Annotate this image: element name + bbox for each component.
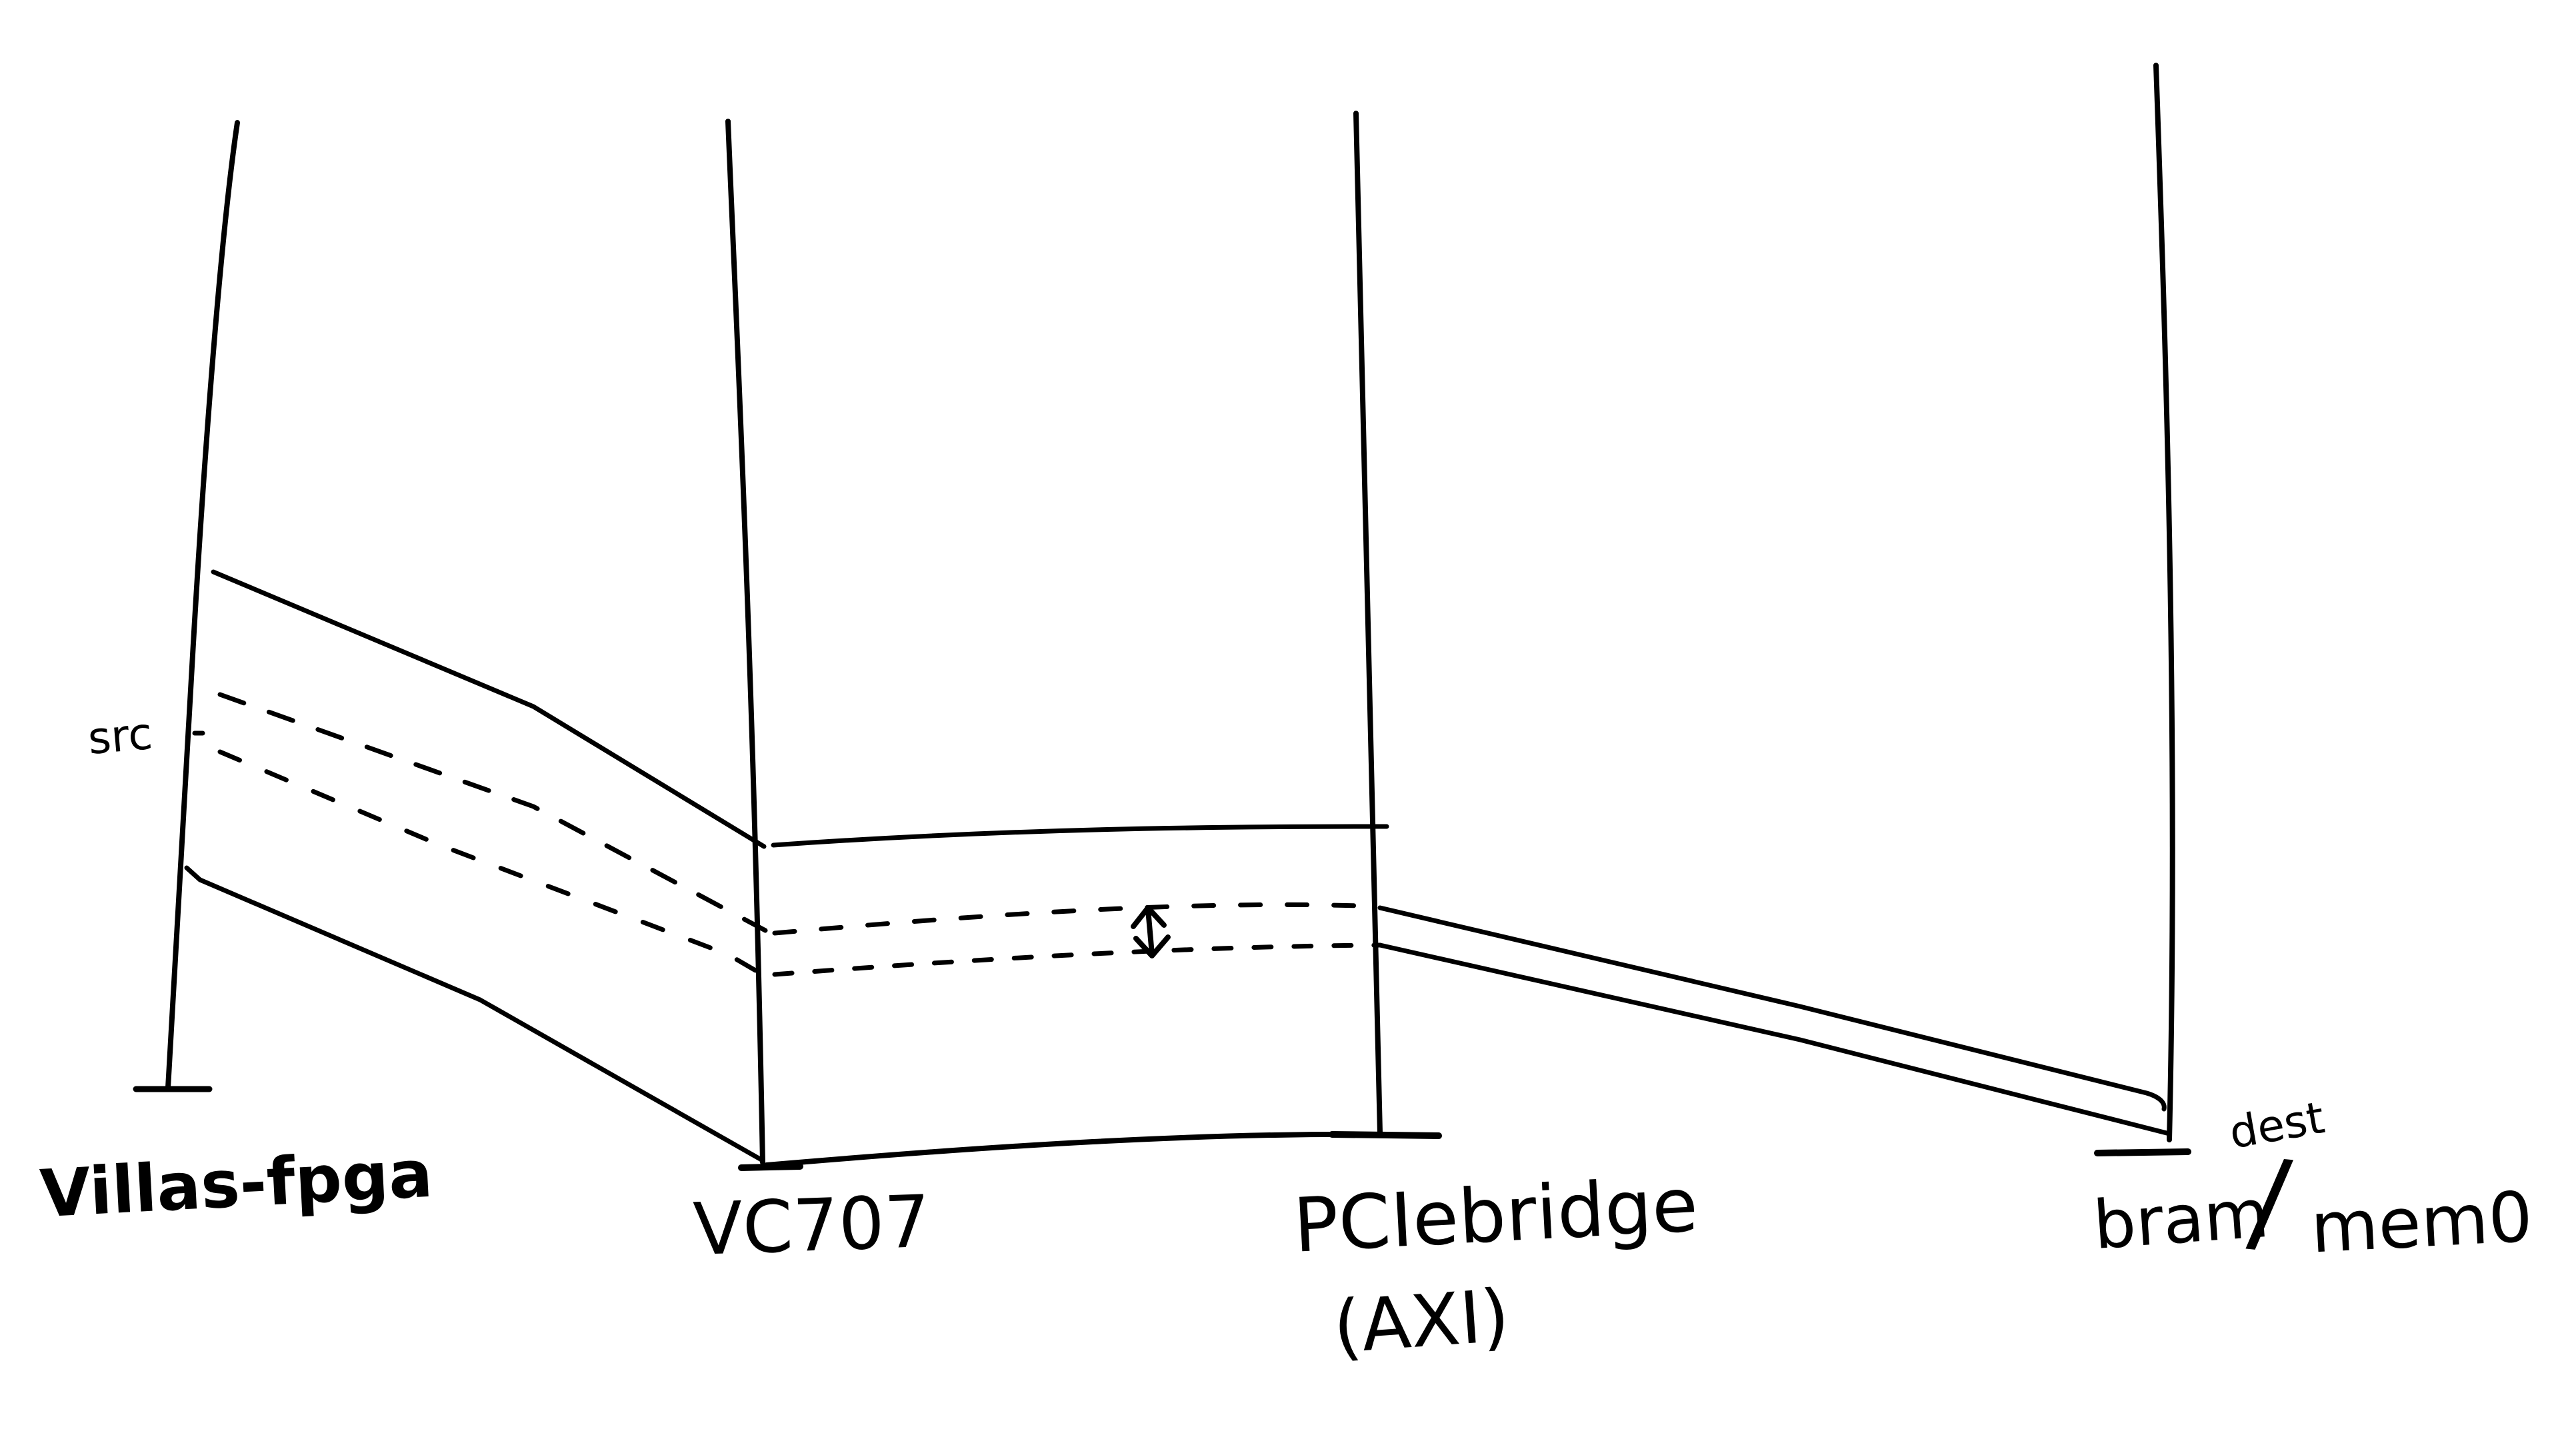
node-label-bram: bram bbox=[2091, 1174, 2272, 1265]
dashed-region-lower-vc707-pciebridge bbox=[772, 942, 1383, 977]
band-bottom-vc707-pciebridge bbox=[764, 1131, 1379, 1168]
band-bottom-villas-vc707 bbox=[184, 865, 764, 1162]
lifeline-pciebridge bbox=[1353, 111, 1383, 1136]
lifeline-bram-mem0 bbox=[2153, 63, 2175, 1142]
band-top-villas-vc707 bbox=[211, 569, 767, 849]
dashed-region-upper-villas-vc707 bbox=[217, 692, 768, 933]
size-arrow-head-bottom bbox=[1133, 934, 1171, 958]
node-label-mem0: mem0 bbox=[2309, 1176, 2535, 1269]
node-label-villas-fpga: Villas-fpga bbox=[38, 1136, 435, 1233]
size-arrow-head-top bbox=[1131, 905, 1167, 929]
lifeline-villas-fpga bbox=[165, 120, 240, 1090]
dashed-region-upper-vc707-pciebridge bbox=[772, 902, 1383, 936]
base-tick-bram-mem0 bbox=[2094, 1148, 2191, 1156]
band-top-pciebridge-bram bbox=[1377, 905, 2167, 1112]
dashed-region-lower-villas-vc707 bbox=[217, 749, 763, 976]
band-bottom-pciebridge-bram bbox=[1377, 942, 2169, 1136]
node-sublabel-pciebridge: (AXI) bbox=[1330, 1274, 1513, 1370]
size-arrow-shaft bbox=[1145, 906, 1155, 957]
lifeline-vc707 bbox=[725, 119, 765, 1165]
node-label-pciebridge: PCIebridge bbox=[1291, 1162, 1701, 1270]
band-top-vc707-pciebridge bbox=[771, 824, 1389, 848]
annotation-src: src bbox=[85, 707, 155, 765]
node-label-vc707: VC707 bbox=[691, 1180, 932, 1272]
